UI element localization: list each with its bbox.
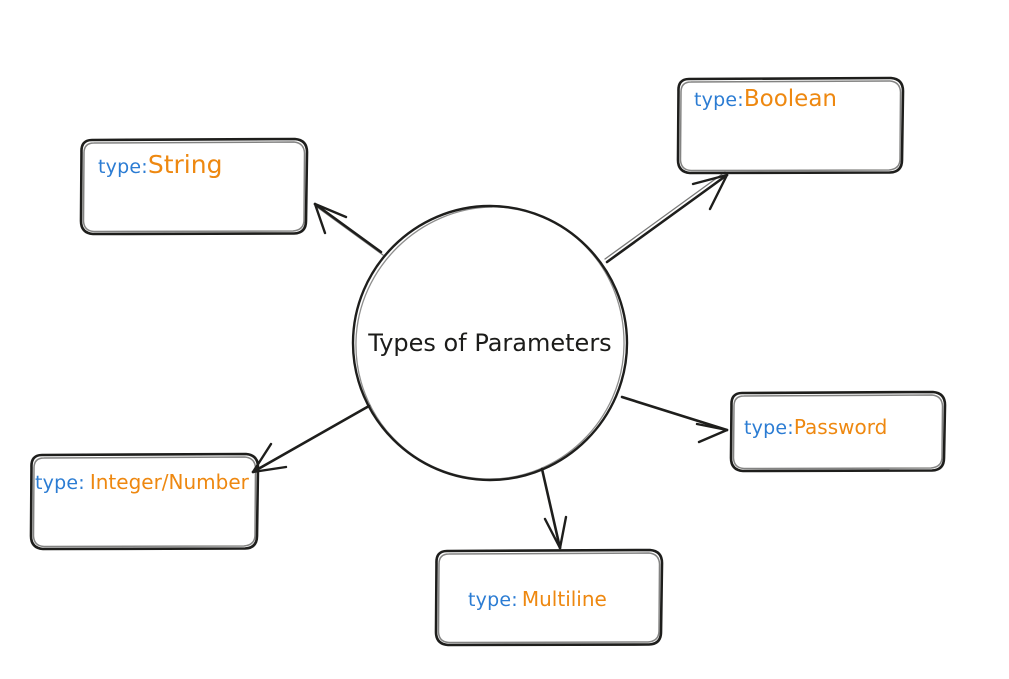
node-box-password[interactable] bbox=[729, 390, 947, 473]
edge-center-to-boolean bbox=[604, 171, 729, 264]
node-box-multiline[interactable] bbox=[434, 548, 664, 647]
edge-center-to-string bbox=[313, 202, 384, 256]
edge-center-to-multiline bbox=[540, 467, 568, 550]
node-box-boolean[interactable] bbox=[676, 76, 905, 175]
node-box-integer[interactable] bbox=[29, 452, 260, 551]
edge-center-to-password bbox=[620, 395, 729, 444]
center-node-circle[interactable] bbox=[351, 204, 629, 482]
node-box-string[interactable] bbox=[79, 137, 309, 236]
edge-center-to-integer bbox=[251, 404, 371, 474]
